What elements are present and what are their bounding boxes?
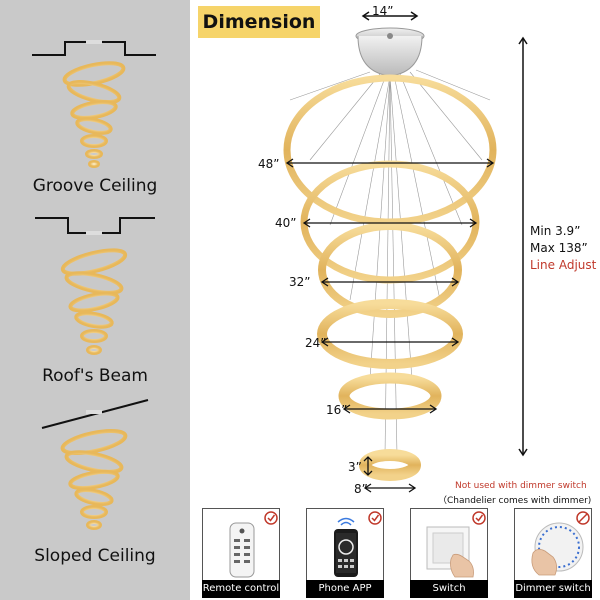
groove-ceiling-outline	[32, 40, 156, 56]
phone-app-card: Phone APP	[306, 508, 384, 598]
ring-32-label: 32”	[289, 275, 311, 289]
dimmer-warning-note: Not used with dimmer switch	[455, 481, 587, 491]
bottom-width-label: 8”	[354, 482, 368, 496]
roof-beam-label: Roof's Beam	[42, 366, 148, 386]
height-arrow	[518, 36, 528, 457]
roof-beam-outline	[35, 217, 155, 235]
dimmer-switch-card: Dimmer switch	[514, 508, 592, 598]
dimmer-included-note: （Chandelier comes with dimmer)	[438, 496, 592, 506]
canopy-width-arrow	[361, 11, 419, 21]
dimmer-switch-label: Dimmer switch	[514, 580, 592, 598]
ceiling-types-panel: Groove Ceiling Roof's Beam Sloped Ceilin…	[0, 0, 190, 600]
remote-control-label: Remote control	[202, 580, 280, 598]
groove-ceiling-chandelier-icon	[62, 61, 126, 168]
ring-16	[338, 372, 442, 420]
bottom-height-label: 3”	[348, 460, 362, 474]
chandelier-diagram	[283, 11, 528, 493]
sloped-ceiling-label: Sloped Ceiling	[34, 546, 156, 566]
ring-40-label: 40”	[275, 216, 297, 230]
ring-40	[300, 160, 480, 284]
ring-width-arrows	[285, 158, 495, 493]
remote-control-icon	[229, 511, 278, 578]
remote-control-card: Remote control	[202, 508, 280, 598]
canopy	[355, 27, 425, 77]
dimension-badge: Dimension	[198, 6, 320, 38]
max-height-text: Max 138”	[530, 241, 588, 255]
chandelier-rings	[283, 74, 497, 481]
sloped-ceiling-chandelier-icon	[60, 428, 128, 530]
switch-card: Switch	[410, 508, 488, 598]
ring-48-label: 48”	[258, 157, 280, 171]
ring-24-label: 24”	[305, 336, 327, 350]
switch-label: Switch	[410, 580, 488, 598]
ceiling-illustrations	[32, 40, 156, 530]
ring-24	[317, 299, 463, 369]
line-adjust-text: Line Adjust	[530, 258, 597, 272]
ring-8	[359, 449, 421, 481]
groove-ceiling-label: Groove Ceiling	[32, 176, 158, 196]
min-height-text: Min 3.9”	[530, 224, 581, 238]
canopy-width-label: 14”	[372, 4, 394, 18]
sloped-ceiling-outline	[41, 399, 149, 429]
phone-app-icon	[334, 511, 382, 577]
roof-beam-chandelier-icon	[60, 248, 128, 355]
phone-app-label: Phone APP	[306, 580, 384, 598]
ring-16-label: 16”	[326, 403, 348, 417]
wall-switch-icon	[426, 511, 486, 578]
ring-32	[318, 222, 462, 318]
dimmer-switch-icon	[531, 511, 590, 576]
